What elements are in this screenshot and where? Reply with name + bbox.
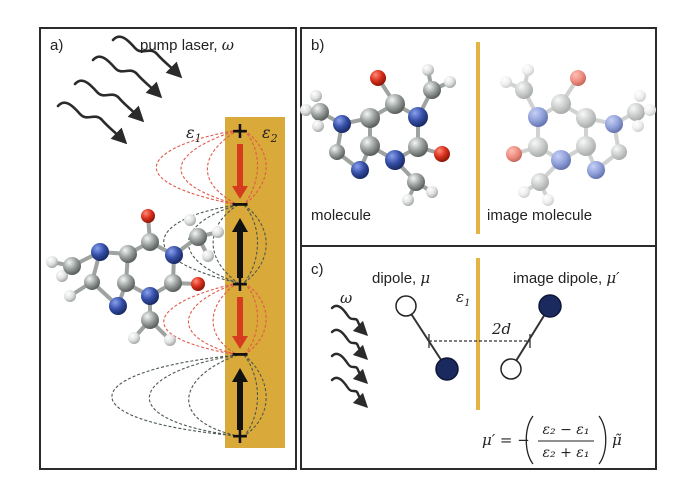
distance-label: 2d <box>491 320 511 338</box>
panel-c-frame <box>300 245 657 470</box>
charge-sign-3: + <box>231 272 249 297</box>
dipole-label: dipole, μ <box>372 269 430 287</box>
pump-laser-waves <box>56 35 183 145</box>
panel-c-label: c) <box>311 261 324 278</box>
svg-text:ε₂ + ε₁: ε₂ + ε₁ <box>543 445 590 461</box>
panel-a-label: a) <box>50 37 63 54</box>
panel-a-frame <box>39 27 297 470</box>
dielectric-slab <box>225 117 285 448</box>
epsilon-2-label: ε2 <box>262 123 278 145</box>
image-dipole-label: image dipole, μ′ <box>513 269 620 287</box>
charge-sign-1: + <box>231 119 249 144</box>
charge-sign-2: − <box>230 190 250 218</box>
molecule-b <box>300 64 456 206</box>
pump-laser-label: pump laser, ω <box>140 36 234 54</box>
molecule-a <box>46 209 224 346</box>
field-lines-dark <box>111 204 267 437</box>
omega-label: ω <box>340 289 352 307</box>
field-lines-red <box>155 129 267 356</box>
molecule-label: molecule <box>311 207 371 224</box>
image-molecule-b <box>500 64 656 206</box>
charge-arrows <box>232 144 248 430</box>
incident-light-waves <box>330 304 369 409</box>
svg-text:μ̃: μ̃ <box>612 431 622 449</box>
separation-marker <box>428 334 531 348</box>
image-dipole-formula: μ′ = − ε₂ − ε₁ ε₂ + ε₁ μ̃ <box>482 415 622 465</box>
svg-text:μ′ = −: μ′ = − <box>482 431 530 449</box>
epsilon-1-label-c: ε1 <box>456 288 470 309</box>
dipole <box>395 295 459 381</box>
epsilon-1-label: ε1 <box>186 123 202 145</box>
svg-text:ε₂ − ε₁: ε₂ − ε₁ <box>543 422 590 438</box>
charge-sign-4: − <box>230 340 250 368</box>
image-molecule-label: image molecule <box>487 207 592 224</box>
panel-b-label: b) <box>311 37 324 54</box>
charge-sign-5: + <box>231 424 249 449</box>
